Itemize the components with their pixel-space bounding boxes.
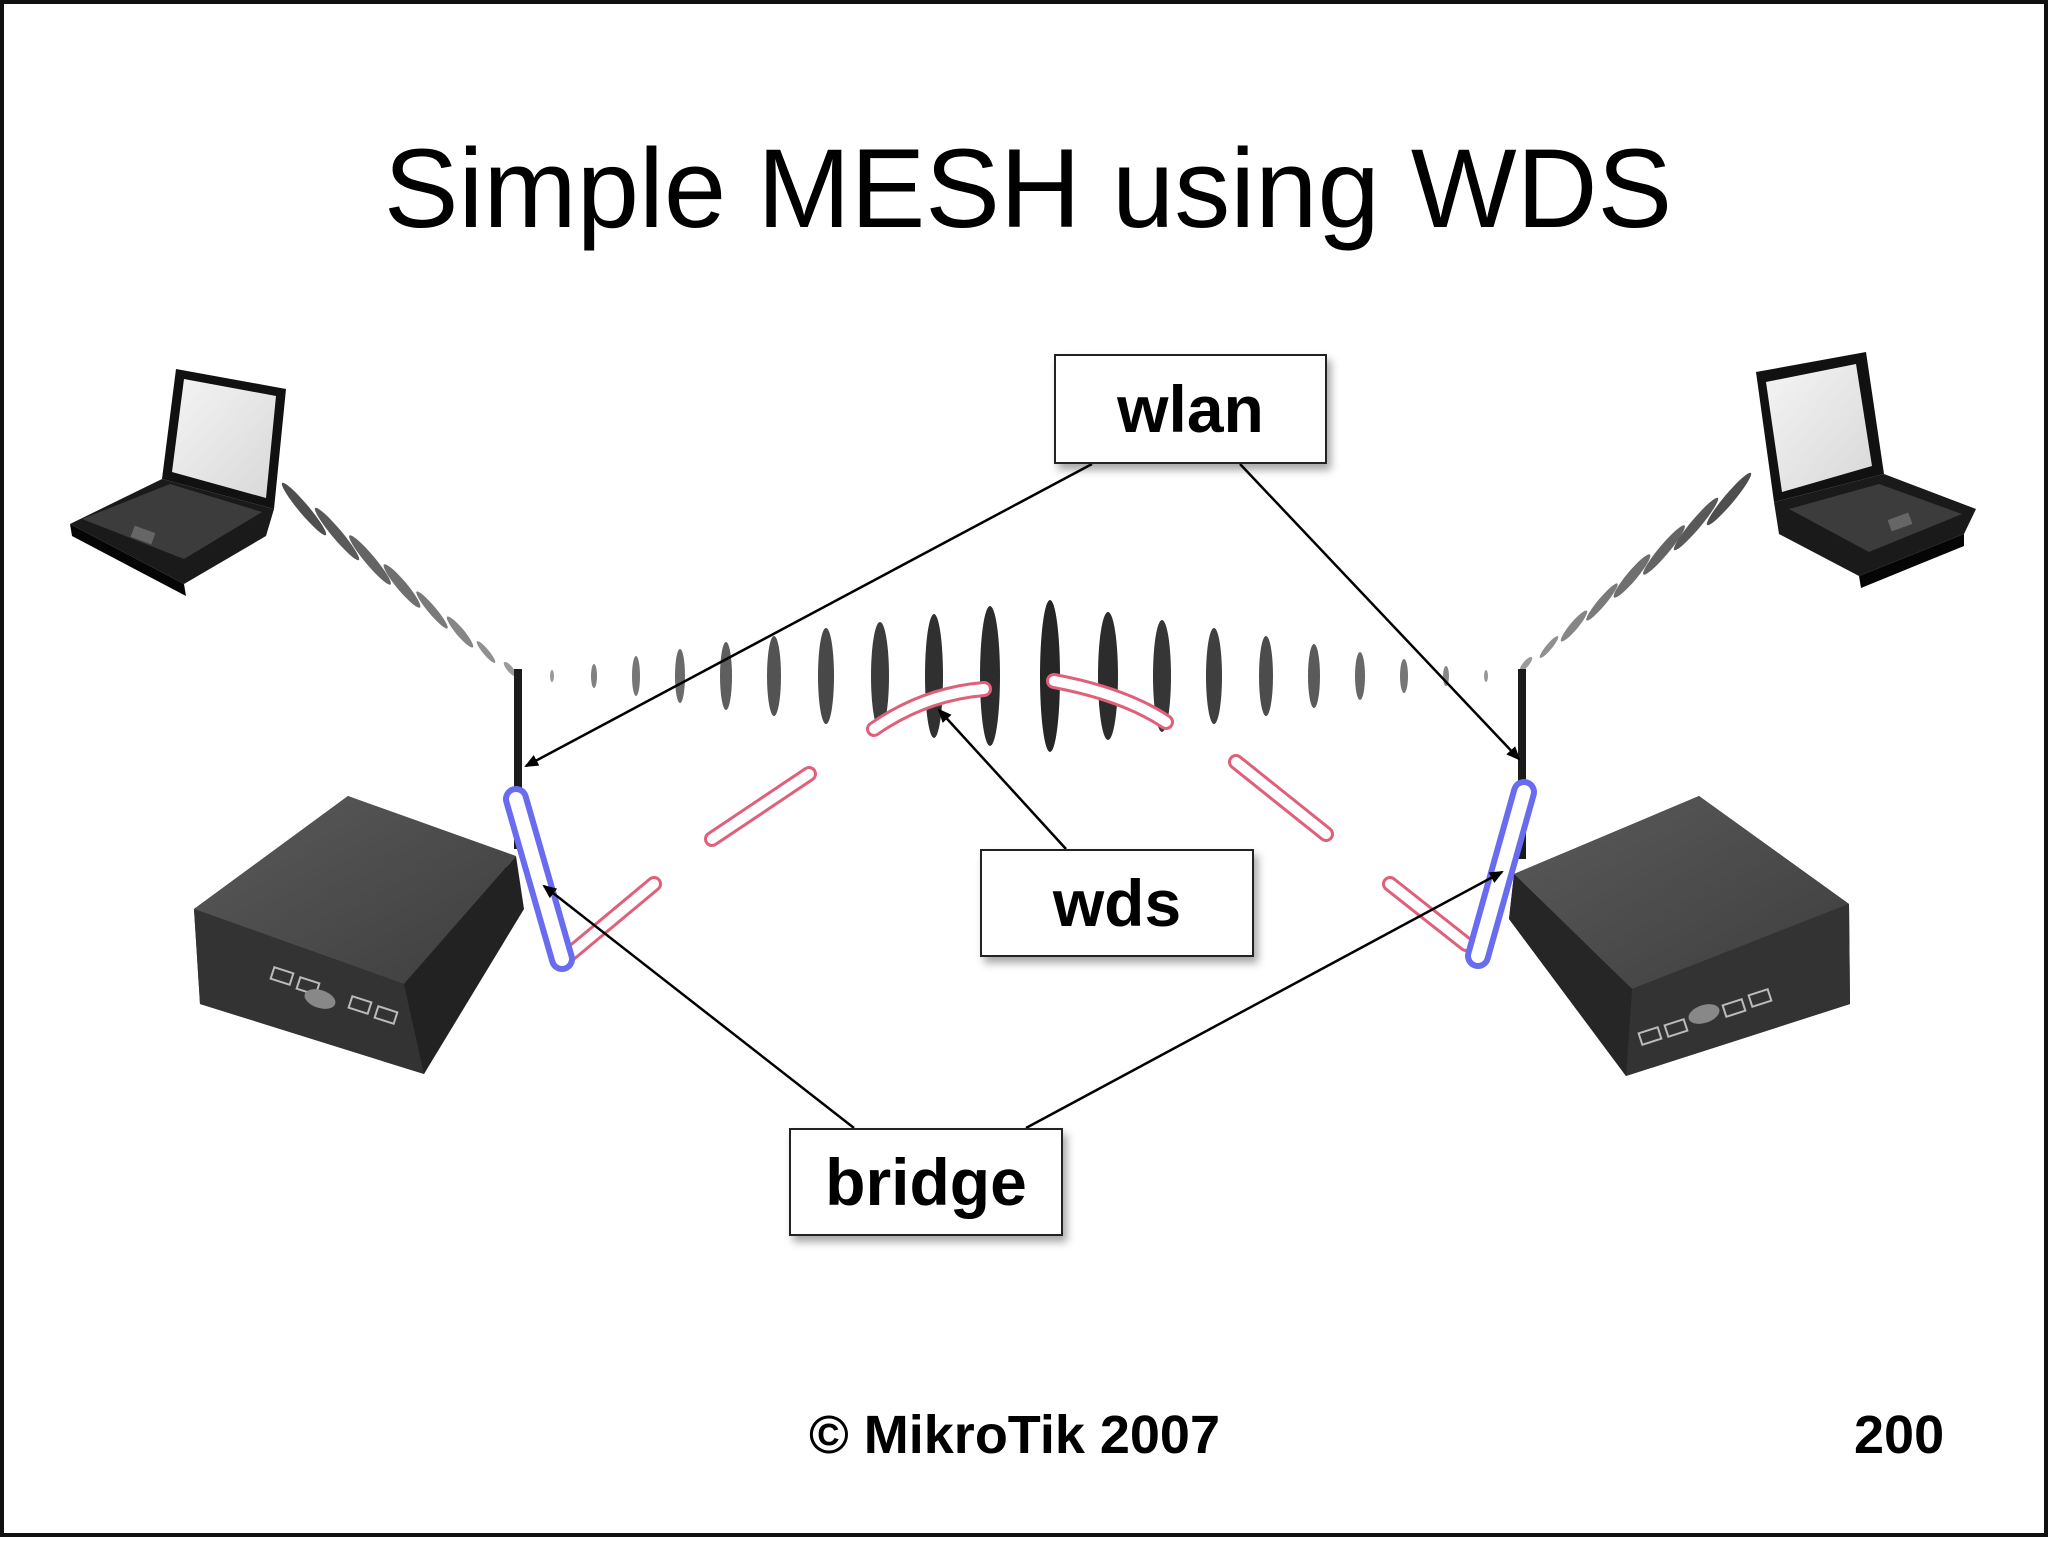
laptop-icon bbox=[1756, 352, 1976, 588]
router-icon bbox=[1509, 669, 1850, 1076]
signal-wave-icon bbox=[550, 600, 1488, 752]
antenna-icon bbox=[514, 669, 522, 849]
wds-label: wds bbox=[980, 849, 1254, 957]
arrow-bridge-left bbox=[542, 884, 855, 1129]
laptop-icon bbox=[70, 369, 286, 596]
bridge-label: bridge bbox=[789, 1128, 1063, 1236]
signal-wave-icon bbox=[1519, 472, 1752, 672]
antenna-icon bbox=[1518, 669, 1526, 859]
pointer-arrows bbox=[524, 462, 1521, 1130]
page-number: 200 bbox=[1854, 1405, 1945, 1465]
arrow-wlan-left bbox=[524, 462, 1093, 768]
arrow-wds bbox=[937, 708, 1067, 850]
router-icon bbox=[194, 669, 524, 1074]
arrow-wlan-right bbox=[1239, 463, 1521, 761]
slide-title: Simple MESH using WDS bbox=[383, 126, 1673, 251]
copyright-text: © MikroTik 2007 bbox=[809, 1405, 1220, 1465]
signal-wave-icon bbox=[281, 482, 517, 677]
mesh-diagram bbox=[70, 352, 1976, 1130]
wds-link bbox=[556, 673, 1474, 967]
arrow-bridge-right bbox=[1025, 870, 1504, 1130]
wlan-label: wlan bbox=[1054, 354, 1327, 464]
